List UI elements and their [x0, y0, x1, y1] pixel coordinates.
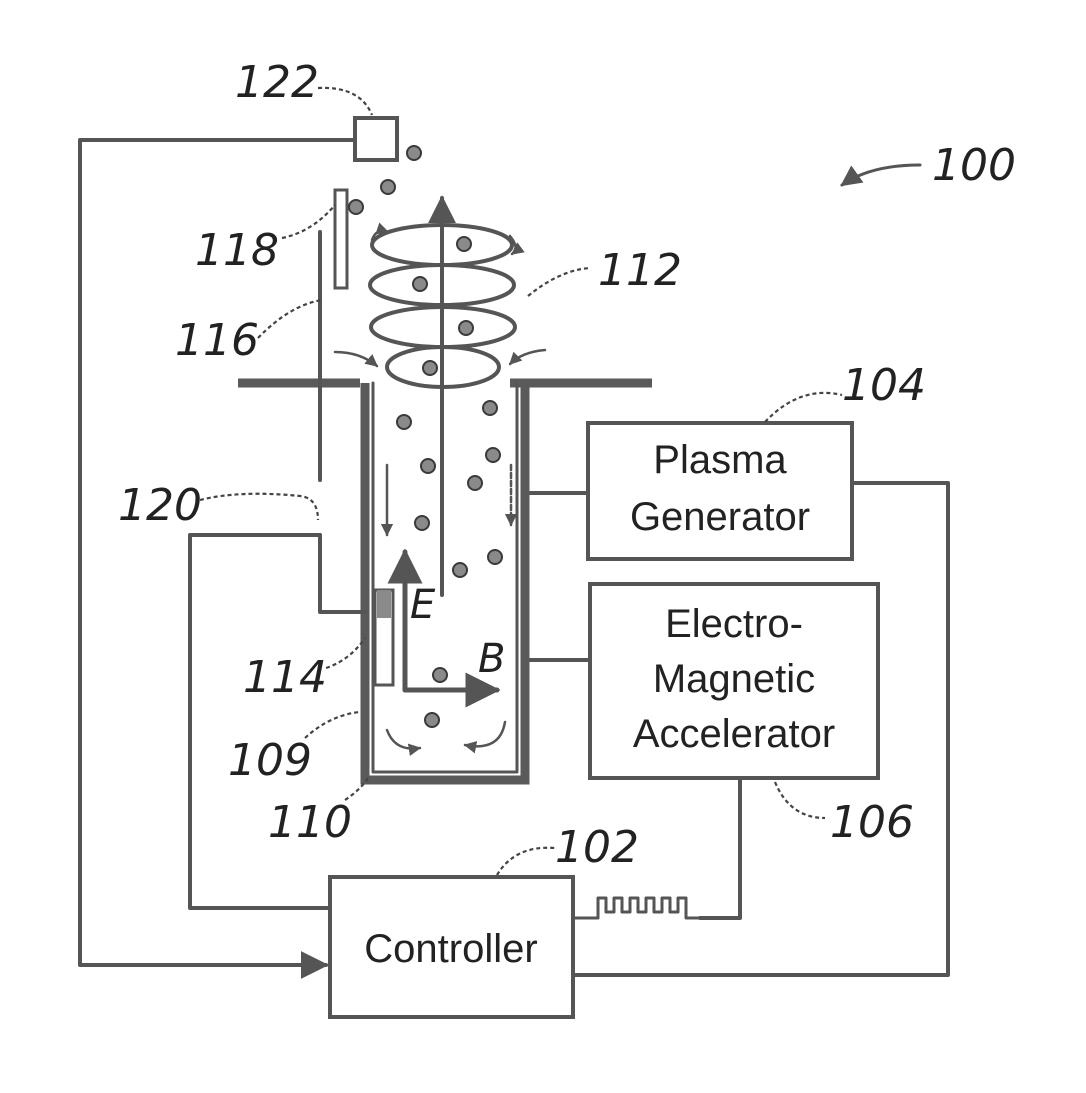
particle [485, 447, 501, 463]
leader-110 [344, 777, 369, 801]
particle [458, 320, 474, 336]
inlet-tube [318, 533, 367, 614]
ref-116: 116 [175, 315, 259, 366]
particle [467, 475, 483, 491]
ref-118: 118 [195, 225, 279, 276]
particle [396, 414, 412, 430]
accelerator-label-line1: Electro- [665, 602, 803, 646]
accelerator-label-line3: Accelerator [633, 712, 835, 756]
particle [422, 360, 438, 376]
ref-109: 109 [228, 735, 312, 786]
vortex-ring [368, 263, 516, 307]
swirl-arrow [508, 234, 525, 256]
ref-114: 114 [243, 652, 327, 703]
b-field-label: B [478, 636, 505, 682]
leader-106 [773, 781, 826, 820]
plasma-control-wire [571, 481, 950, 977]
particle [420, 458, 436, 474]
plasma-generator-label-line1: Plasma [653, 438, 787, 482]
e-field-label: E [410, 582, 436, 628]
leader-109 [304, 710, 361, 739]
recirculation-arrow [385, 728, 422, 756]
particle [432, 667, 448, 683]
particle [412, 276, 428, 292]
plasma-particles [348, 145, 503, 728]
ref-102: 102 [555, 822, 639, 873]
leader-112 [527, 266, 591, 297]
chamber-inner-wall [371, 381, 519, 774]
leader-114 [325, 637, 366, 670]
particle [456, 236, 472, 252]
sensor-box [353, 116, 399, 162]
probe-tip [377, 590, 391, 618]
vortex-ring [385, 345, 501, 389]
particle [348, 199, 364, 215]
leader-104 [764, 391, 843, 423]
controller-label: Controller [364, 927, 537, 971]
particle [424, 712, 440, 728]
leader-122 [317, 86, 374, 116]
inlet-control-wire [188, 533, 332, 910]
particle [452, 562, 468, 578]
leader-118 [281, 204, 336, 240]
swirl-arrow [370, 222, 390, 242]
plasma-generator-box [586, 421, 854, 561]
ref-120: 120 [118, 480, 202, 531]
ref-104: 104 [842, 360, 926, 411]
recirculation-arrow [463, 720, 507, 754]
chamber-wall [360, 383, 530, 785]
leader-116 [257, 298, 323, 339]
ref-110: 110 [268, 797, 352, 848]
ref-106: 106 [830, 797, 914, 848]
particle [406, 145, 422, 161]
accelerator-label-line2: Magnetic [653, 657, 815, 701]
particle [380, 179, 396, 195]
accelerator-box [588, 582, 880, 780]
ref-112: 112 [598, 245, 682, 296]
inflow-arrow [333, 350, 379, 368]
plasma-generator-label-line2: Generator [630, 495, 810, 539]
inflow-arrow [508, 348, 547, 366]
ref-100: 100 [932, 140, 1016, 191]
particle [487, 549, 503, 565]
particle [482, 400, 498, 416]
leader-120 [199, 492, 320, 521]
leader-102 [496, 846, 556, 876]
figure-pointer-arrow [840, 163, 922, 187]
accelerator-control-wire [698, 776, 742, 920]
pulse-waveform-icon [571, 896, 702, 920]
ref-122: 122 [235, 57, 319, 108]
controller-box [328, 875, 575, 1019]
collector-plate [333, 188, 349, 290]
particle [414, 515, 430, 531]
sensor-feedback-wire [78, 138, 362, 979]
